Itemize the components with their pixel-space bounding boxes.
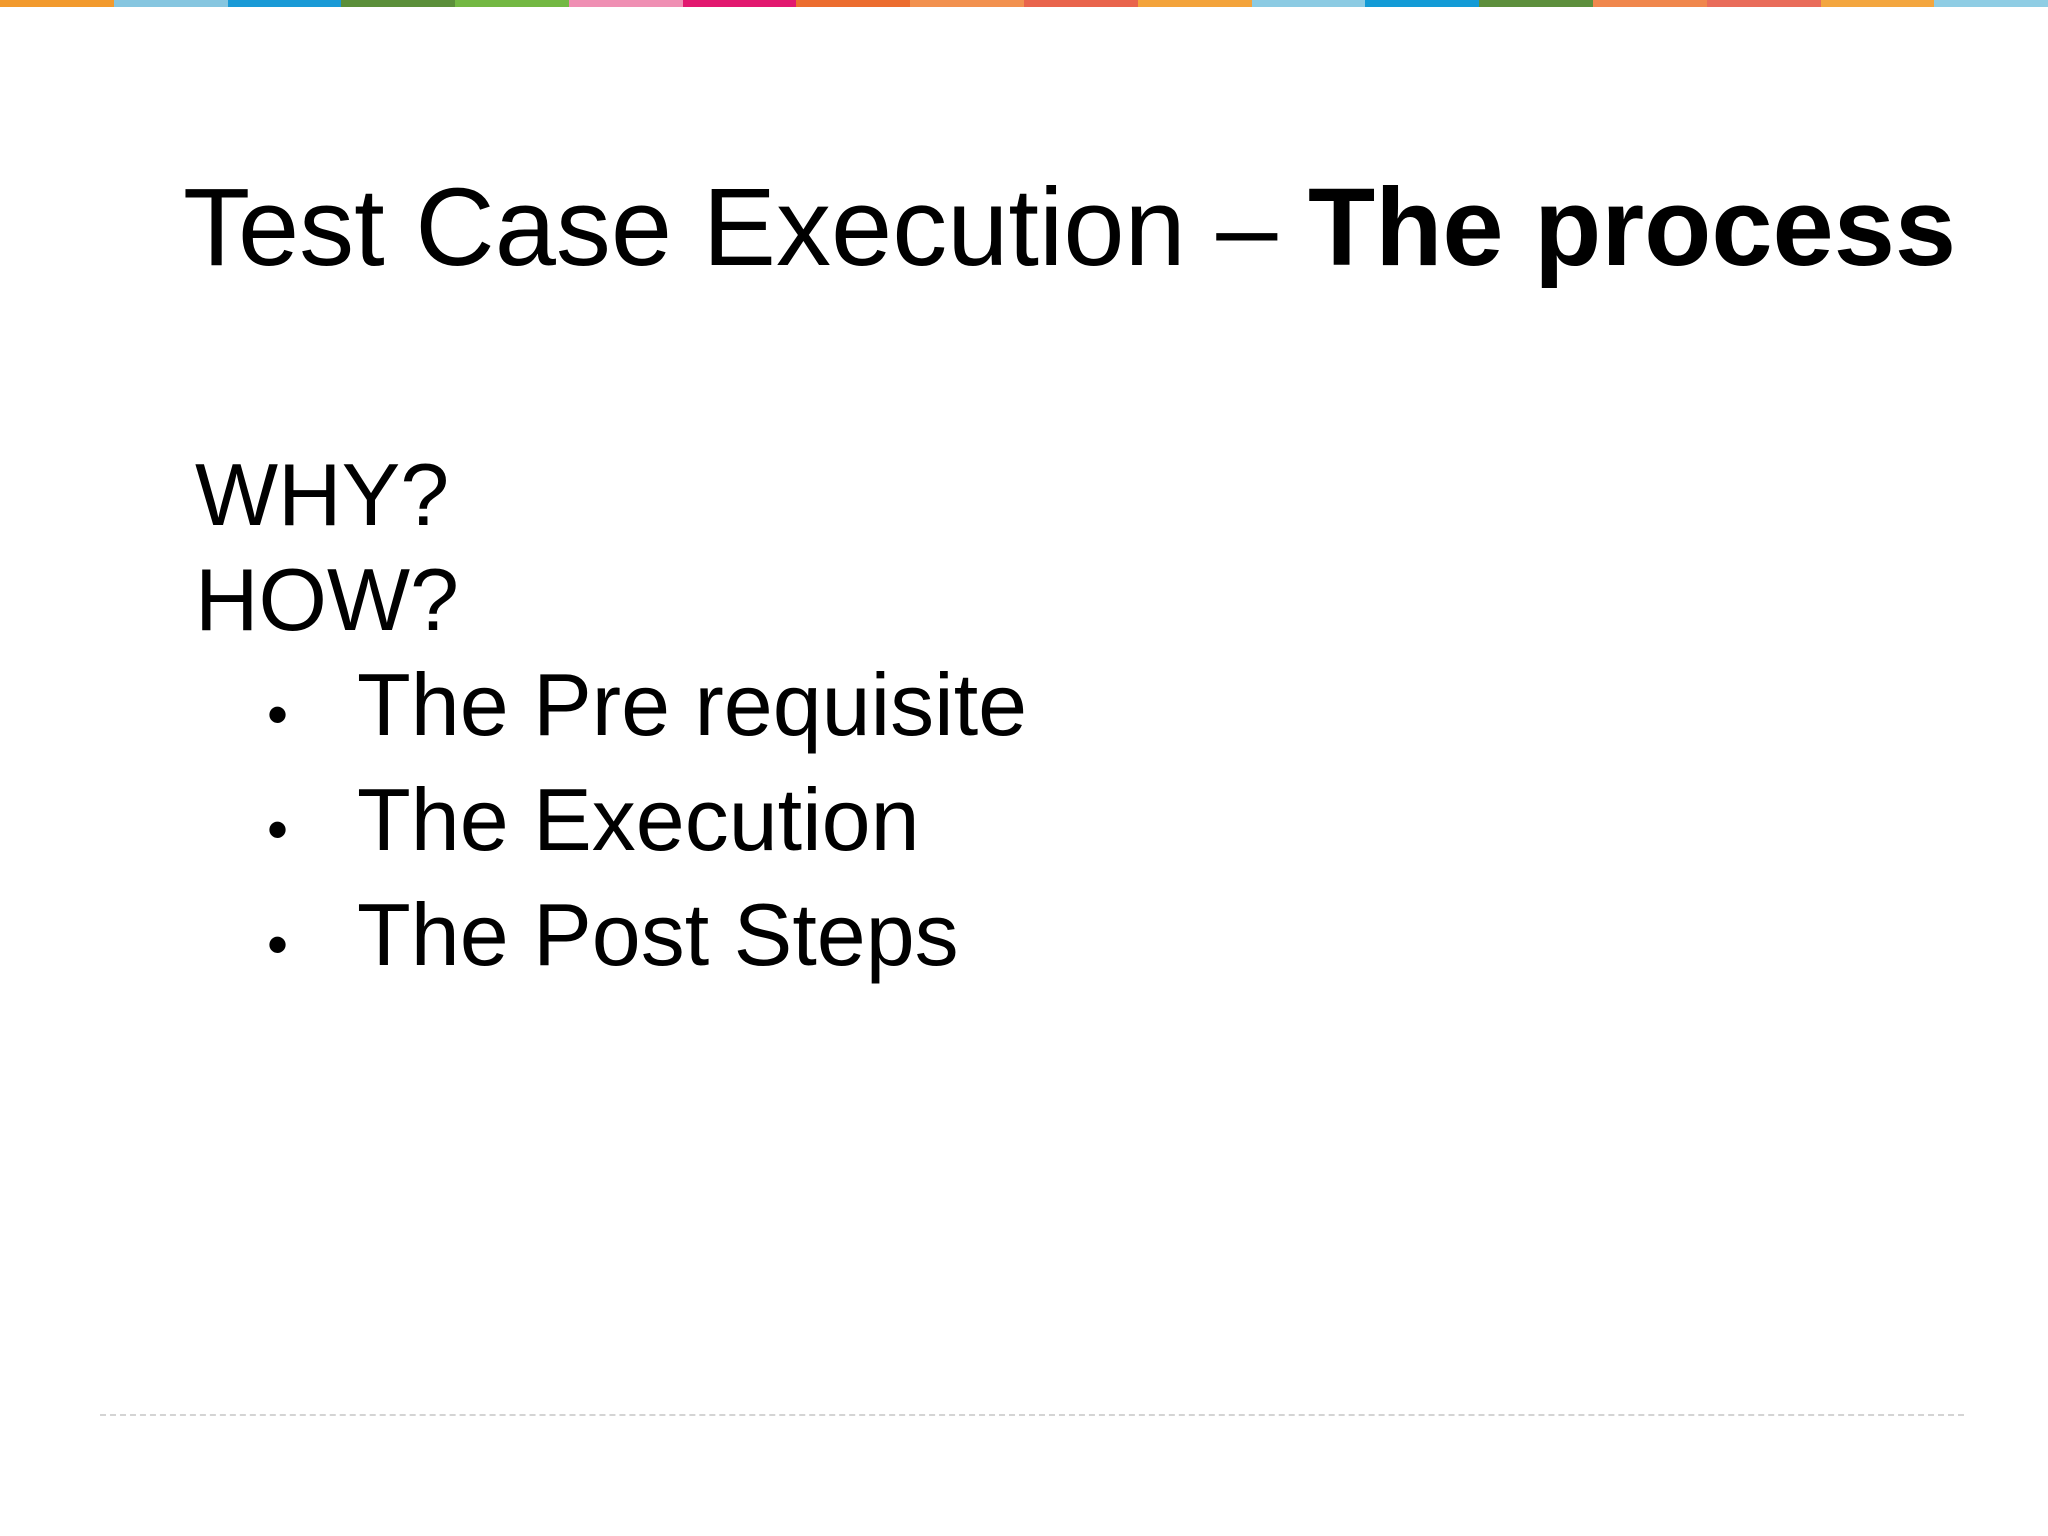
color-strip-segment [682, 0, 797, 7]
bullet-item: • The Post Steps [195, 882, 1027, 997]
bullet-list: • The Pre requisite • The Execution • Th… [195, 652, 1027, 997]
footer-divider [100, 1414, 1964, 1416]
color-strip-segment [1024, 0, 1138, 7]
color-strip-segment [1365, 0, 1480, 7]
title-regular-text: Test Case Execution – [183, 166, 1309, 289]
bullet-item: • The Execution [195, 767, 1027, 882]
question-how: HOW? [195, 550, 459, 649]
color-strip-segment [1137, 0, 1252, 7]
slide-body: WHY? HOW? • The Pre requisite • The Exec… [195, 442, 1027, 997]
color-strip-segment [113, 0, 228, 7]
title-bold-text: The process [1308, 166, 1957, 289]
color-strip-segment [341, 0, 456, 7]
color-strip-segment [1820, 0, 1935, 7]
color-strip-segment [1706, 0, 1821, 7]
color-strip-segment [568, 0, 683, 7]
bullet-text: The Pre requisite [357, 655, 1028, 754]
header-color-strip [0, 0, 2048, 7]
slide-title: Test Case Execution – The process [183, 168, 1956, 288]
question-why: WHY? [195, 445, 450, 544]
color-strip-segment [1592, 0, 1707, 7]
color-strip-segment [1479, 0, 1593, 7]
color-strip-segment [1934, 0, 2048, 7]
color-strip-segment [910, 0, 1025, 7]
bullet-text: The Post Steps [357, 885, 959, 984]
color-strip-segment [455, 0, 569, 7]
color-strip-segment [227, 0, 342, 7]
bullet-item: • The Pre requisite [195, 652, 1027, 767]
color-strip-segment [1251, 0, 1366, 7]
bullet-icon: • [267, 911, 289, 978]
color-strip-segment [0, 0, 114, 7]
bullet-text: The Execution [357, 770, 920, 869]
color-strip-segment [796, 0, 911, 7]
bullet-icon: • [267, 681, 289, 748]
bullet-icon: • [267, 796, 289, 863]
